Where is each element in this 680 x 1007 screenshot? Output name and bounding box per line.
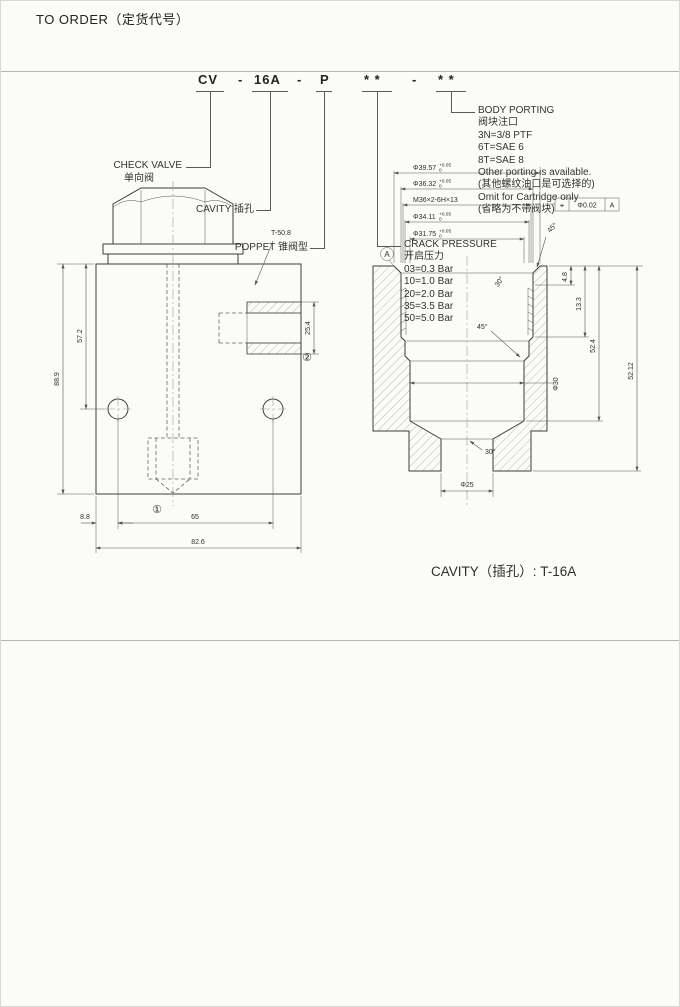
- dim-port-center-label: 57.2: [77, 329, 84, 343]
- valve-front-view: [95, 181, 302, 506]
- body-porting-option: 3N=3/8 PTF: [478, 129, 533, 141]
- dim-52-12-label: 52.12: [628, 362, 635, 380]
- check-valve-label-en: CHECK VALVE: [113, 160, 182, 171]
- hex-size-label: T-50.8: [271, 230, 291, 237]
- crack-pressure-option: 10=1.0 Bar: [404, 276, 454, 288]
- cavity-dim-5-hi: +0.05: [439, 229, 451, 235]
- body-porting-block: BODY PORTING 阀块注口 3N=3/8 PTF 6T=SAE 6 8T…: [478, 105, 595, 217]
- angle-shoulder-label: 45°: [477, 323, 488, 331]
- gdt-datum-ref: A: [610, 203, 615, 210]
- dim-port-height-label: 25.4: [305, 321, 312, 335]
- cavity-dim-1: Φ39.57: [413, 165, 436, 172]
- connector-line: [377, 246, 401, 247]
- section-dividers: [1, 71, 679, 641]
- cavity-dim-2-lo: 0: [439, 184, 442, 190]
- crack-pressure-subtitle: 开启压力: [404, 251, 444, 263]
- connector-line: [310, 248, 324, 249]
- cavity-dim-4-lo: 0: [439, 217, 442, 223]
- gdt-symbol: ⌖: [560, 201, 565, 210]
- cavity-dim-4-hi: +0.05: [439, 212, 451, 218]
- cavity-dim-5-lo: 0: [439, 234, 442, 240]
- code-dash-1: -: [238, 72, 244, 87]
- body-porting-option: 8T=SAE 8: [478, 154, 524, 166]
- connector-line: [451, 112, 475, 113]
- cavity-section-view: [372, 256, 548, 506]
- cavity-dim-4: Φ34.11: [413, 214, 436, 221]
- crack-pressure-title: CRACK PRESSURE: [404, 239, 497, 250]
- port-1-marker: ①: [152, 504, 162, 516]
- code-cv: CV: [198, 72, 219, 87]
- datum-flag-label: A: [384, 250, 390, 259]
- dim-edge-label: 8.8: [80, 514, 90, 521]
- dim-height-label: 88.9: [54, 372, 61, 386]
- connector-line: [186, 167, 210, 168]
- cavity-dim-1-lo: 0: [439, 168, 442, 174]
- datum-flag: A: [380, 247, 395, 267]
- dim-d25-label: Φ25: [460, 482, 473, 489]
- cavity-dim-2: Φ36.32: [413, 181, 436, 188]
- order-section: TO ORDER（定货代号） CV - 16A - P * * - * * CH…: [1, 1, 679, 368]
- code-porting-stars: * *: [438, 72, 455, 87]
- code-16a: 16A: [254, 72, 281, 87]
- cavity-dim-2-hi: +0.05: [439, 179, 451, 185]
- dim-52-4-label: 52.4: [590, 339, 597, 353]
- angle-bottom-label: 30°: [485, 448, 496, 456]
- poppet-label: POPPET 锥阀型: [234, 242, 308, 253]
- dim-d30-label: Φ30: [553, 377, 560, 390]
- check-valve-label-zh: 单向阀: [124, 173, 154, 184]
- body-porting-option: 6T=SAE 6: [478, 142, 524, 154]
- crack-pressure-option: 03=0.3 Bar: [404, 263, 454, 275]
- cavity-caption: CAVITY（插孔）: T-16A: [431, 564, 576, 579]
- crack-pressure-option: 50=5.0 Bar: [404, 313, 454, 325]
- dim-13-3-label: 13.3: [576, 297, 583, 311]
- dim-span-label: 65: [191, 514, 199, 521]
- valve-dimensions: 88.9 57.2 25.4 8.8 65 82.6 T-50.8: [54, 230, 319, 553]
- body-porting-note: (其他螺纹油口是可选择的): [478, 179, 595, 191]
- cavity-dimensions: Φ39.57 +0.05 0 Φ36.32 +0.05 0 M36×2-6H×1…: [380, 163, 643, 497]
- port-2-marker: ②: [302, 352, 312, 364]
- body-porting-title: BODY PORTING: [478, 105, 555, 116]
- order-title: TO ORDER（定货代号）: [36, 12, 190, 27]
- connector-line: [210, 91, 211, 168]
- cavity-dim-1-hi: +0.05: [439, 163, 451, 169]
- connector-line: [377, 91, 378, 247]
- connector-line: [256, 210, 270, 211]
- technical-drawing: 88.9 57.2 25.4 8.8 65 82.6 T-50.8: [1, 71, 679, 641]
- connector-line: [270, 91, 271, 211]
- dim-4-8-label: 4.8: [562, 272, 569, 282]
- code-crack-stars: * *: [364, 72, 381, 87]
- dim-width-label: 82.6: [191, 539, 205, 546]
- body-porting-note: Other porting is available.: [478, 167, 592, 179]
- code-p: P: [320, 72, 330, 87]
- code-dash-3: -: [412, 72, 418, 87]
- cavity-dim-3: M36×2-6H×13: [413, 197, 458, 204]
- crack-pressure-block: CRACK PRESSURE 开启压力 03=0.3 Bar 10=1.0 Ba…: [404, 239, 497, 326]
- body-porting-note: (省略为不带阀块): [478, 204, 555, 216]
- body-porting-subtitle: 阀块注口: [478, 117, 518, 129]
- gdt-tolerance: Φ0.02: [577, 203, 596, 210]
- gdt-frame: ⌖ Φ0.02 A: [545, 197, 620, 212]
- connector-line: [324, 91, 325, 249]
- crack-pressure-option: 35=3.5 Bar: [404, 301, 454, 313]
- body-porting-note: Omit for Cartridge only: [478, 191, 579, 203]
- cavity-label: CAVITY 插孔: [196, 204, 254, 215]
- crack-pressure-option: 20=2.0 Bar: [404, 288, 454, 300]
- cavity-dim-5: Φ31.75: [413, 231, 436, 238]
- connector-line: [451, 91, 452, 113]
- code-dash-2: -: [297, 72, 303, 87]
